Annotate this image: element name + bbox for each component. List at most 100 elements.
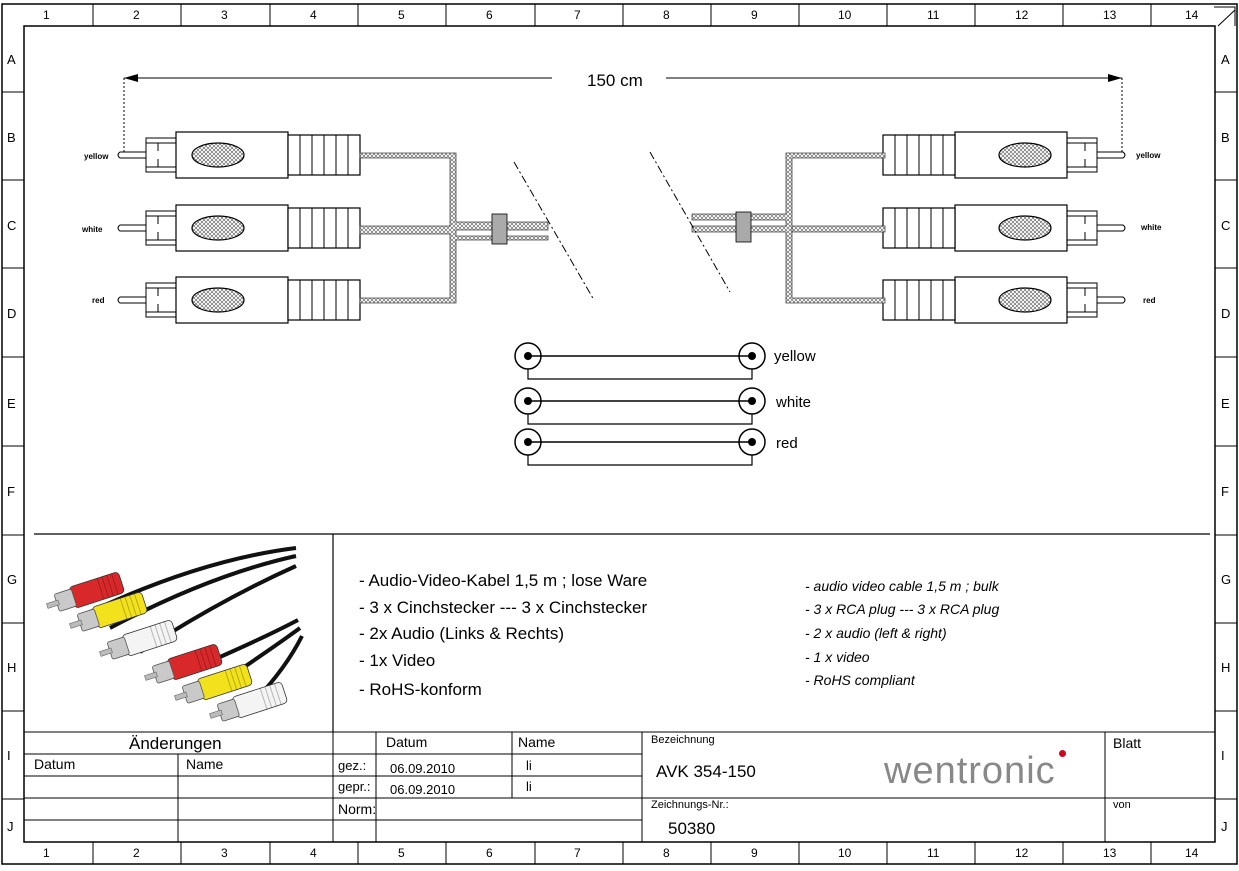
frame-row-label-right: F [1221,484,1229,499]
description-de-5: - RoHS-konform [359,680,482,699]
frame-row-label-right: G [1221,572,1232,587]
rca-plug-photo [209,682,288,722]
name-column-header: Name [518,734,556,750]
rca-plug-photo [144,644,223,684]
right-plug-group [882,131,1126,324]
description-en-4: - 1 x video [805,649,870,665]
drawn-date: 06.09.2010 [390,761,456,776]
drawing-number-label: Zeichnungs-Nr.: [651,799,729,811]
of-label: von [1113,799,1131,811]
frame-row-label-right: D [1221,306,1231,321]
left-cables [359,152,595,304]
changes-date-header: Datum [34,756,76,772]
frame-row-label-right: B [1221,130,1230,145]
drawing-number-value: 50380 [668,819,716,838]
frame-column-label-bottom: 6 [486,846,493,860]
rca-plug-photo [69,592,148,632]
description-en-5: - RoHS compliant [805,672,915,688]
frame-row-label-right: C [1221,218,1231,233]
frame-column-label-bottom: 2 [133,846,140,860]
wiring-schematic [514,342,766,466]
frame-column-label-top: 13 [1103,8,1117,22]
outer-frame [1,3,1238,865]
logo-dot [1059,750,1066,757]
frame-row-label-left: E [7,396,16,411]
left-plug-label-1: yellow [84,152,109,161]
frame-column-label-top: 1 [43,8,50,22]
frame-column-label-top: 9 [751,8,758,22]
title-block-grid [23,731,1215,842]
frame-row-label-right: H [1221,660,1231,675]
right-cables [649,151,886,304]
description-en-3: - 2 x audio (left & right) [805,625,947,641]
left-plug-label-3: red [92,296,105,305]
changes-header: Änderungen [129,734,222,753]
frame-column-label-top: 5 [398,8,405,22]
product-photo [46,546,304,722]
checked-label: gepr.: [338,779,371,794]
rca-plug [117,131,361,179]
right-plug-label-2: white [1141,223,1162,232]
frame-column-label-top: 2 [133,8,140,22]
description-de-3: - 2x Audio (Links & Rechts) [359,624,565,643]
frame-row-label-right: I [1221,748,1225,763]
frame-row-label-left: I [7,748,11,763]
description-de-1: - Audio-Video-Kabel 1,5 m ; lose Ware [359,571,648,590]
frame-column-label-top: 10 [838,8,852,22]
rca-plug [117,276,361,324]
schematic-label-1: yellow [774,348,816,365]
frame-column-label-top: 11 [927,8,940,22]
designation-label: Bezeichnung [651,734,715,746]
rca-plug-photo [46,572,125,612]
description-en-2: - 3 x RCA plug --- 3 x RCA plug [805,601,1000,617]
frame-row-label-right: E [1221,396,1230,411]
frame-column-label-top: 3 [221,8,228,22]
frame-column-label-bottom: 14 [1185,846,1199,860]
frame-row-label-left: B [7,130,16,145]
frame-column-label-bottom: 3 [221,846,228,860]
rca-plug-photo [99,620,178,660]
checked-date: 06.09.2010 [390,782,456,797]
dimension-line [123,74,1123,155]
frame-column-label-bottom: 10 [838,846,852,860]
changes-name-header: Name [186,756,224,772]
frame-row-label-right: J [1221,819,1228,834]
checked-name: li [526,779,532,794]
frame-column-label-bottom: 11 [927,846,940,860]
frame-column-label-bottom: 13 [1103,846,1117,860]
company-logo: wentronic [884,750,1056,792]
date-column-header: Datum [386,734,428,750]
frame-ticks [2,4,1237,864]
frame-column-label-top: 8 [663,8,670,22]
description-en-1: - audio video cable 1,5 m ; bulk [805,578,999,594]
schematic-label-2: white [776,394,812,411]
description-de-2: - 3 x Cinchstecker --- 3 x Cinchstecker [359,598,648,617]
drawn-name: li [526,758,532,773]
right-plug-label-3: red [1143,296,1156,305]
frame-column-label-top: 6 [486,8,493,22]
frame-column-label-bottom: 4 [310,846,317,860]
frame-column-label-bottom: 8 [663,846,670,860]
left-plug-label-2: white [82,225,103,234]
frame-column-label-top: 14 [1185,8,1199,22]
rca-plug [882,131,1126,179]
designation-value: AVK 354-150 [656,762,756,781]
frame-row-label-left: G [7,572,18,587]
frame-column-label-bottom: 9 [751,846,758,860]
frame-row-label-left: C [7,218,17,233]
frame-column-label-top: 12 [1015,8,1029,22]
frame-column-label-top: 4 [310,8,317,22]
frame-row-label-left: F [7,484,15,499]
corner-marks [1214,6,1236,27]
frame-column-label-top: 7 [574,8,581,22]
frame-row-label-left: H [7,660,17,675]
frame-row-label-left: D [7,306,17,321]
frame-column-label-bottom: 12 [1015,846,1029,860]
length-label: 150 cm [587,71,643,90]
frame-row-label-left: A [7,52,16,67]
right-plug-label-1: yellow [1136,151,1161,160]
frame-column-label-bottom: 1 [43,846,50,860]
frame-row-label-left: J [7,819,14,834]
